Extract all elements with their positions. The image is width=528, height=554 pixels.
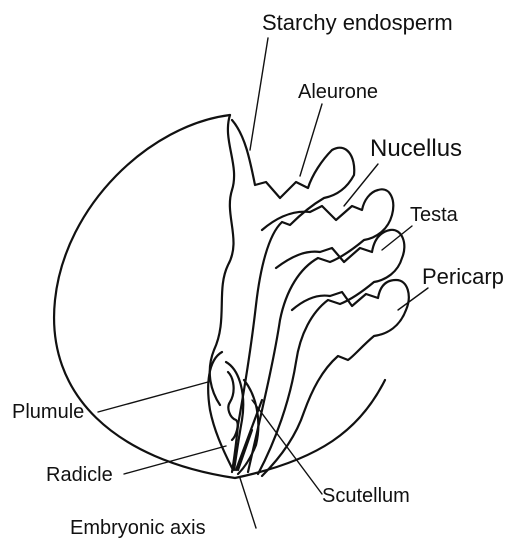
- pericarp-layer: [262, 280, 409, 476]
- leader-nucellus: [344, 164, 378, 206]
- aleurone-layer: [232, 120, 354, 472]
- leader-starchy-endosperm: [250, 38, 268, 150]
- label-embryonic-axis: Embryonic axis: [70, 518, 206, 538]
- leader-pericarp: [398, 288, 428, 310]
- leader-plumule: [98, 382, 208, 412]
- label-nucellus: Nucellus: [370, 137, 462, 161]
- leader-embryonic-axis: [240, 478, 256, 528]
- nucellus-layer: [248, 189, 393, 472]
- grain-outline: [54, 115, 385, 478]
- plumule-fold: [228, 372, 238, 440]
- label-radicle: Radicle: [46, 465, 113, 485]
- label-aleurone: Aleurone: [298, 82, 378, 102]
- leader-radicle: [124, 446, 226, 474]
- label-pericarp: Pericarp: [422, 266, 504, 288]
- label-starchy-endosperm: Starchy endosperm: [262, 12, 453, 34]
- label-scutellum: Scutellum: [322, 486, 410, 506]
- label-testa: Testa: [410, 205, 458, 225]
- leader-testa: [382, 226, 412, 250]
- label-plumule: Plumule: [12, 402, 84, 422]
- leader-scutellum: [252, 400, 322, 494]
